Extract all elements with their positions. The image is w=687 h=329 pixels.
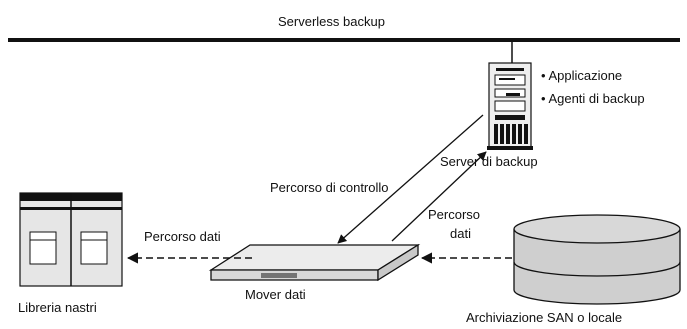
network-bus-line (8, 38, 680, 42)
server-label: Server di backup (440, 154, 538, 169)
diagram-title: Serverless backup (278, 14, 385, 29)
mover-label: Mover dati (245, 287, 306, 302)
control-path-arrow-up (391, 151, 487, 242)
tape-library-icon (19, 192, 123, 287)
backup-server-icon (487, 62, 533, 150)
server-bullet-2: • Agenti di backup (541, 91, 645, 106)
storage-label: Archiviazione SAN o locale (466, 310, 623, 325)
server-bullet-1: • Applicazione (541, 68, 623, 83)
data-mover-icon (208, 243, 421, 282)
data-path-right-label-line2: dati (450, 226, 471, 241)
data-path-right-label-line1: Percorso (428, 207, 481, 222)
storage-cylinder-icon (513, 214, 681, 305)
data-path-left-label: Percorso dati (144, 229, 221, 244)
control-path-label: Percorso di controllo (270, 180, 389, 195)
control-path-arrow-down (337, 114, 484, 244)
tape-library-label: Libreria nastri (18, 300, 97, 315)
